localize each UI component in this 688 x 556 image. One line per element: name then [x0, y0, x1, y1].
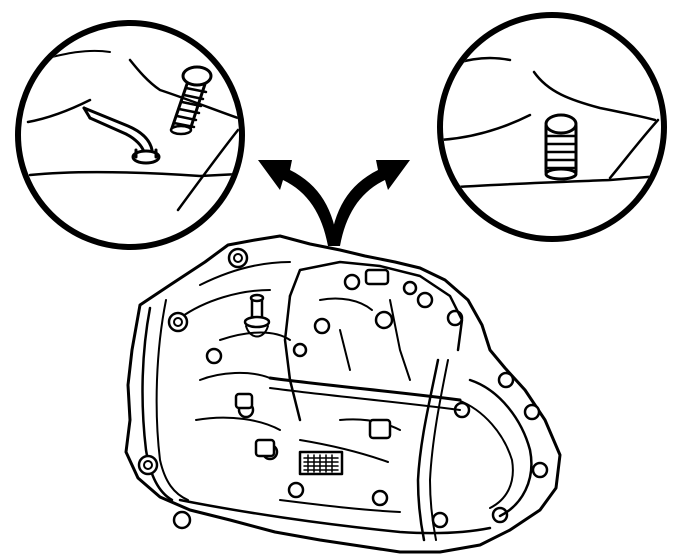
transaxle-housing [124, 234, 562, 554]
bolt-bosses [137, 247, 549, 530]
callout-arrow-left [258, 160, 338, 246]
detail-circle-left [15, 20, 245, 250]
detail-circle-right [437, 12, 667, 242]
id-plate [298, 450, 344, 476]
breather-cap [544, 113, 578, 181]
vent-fitting [131, 148, 161, 165]
callout-arrow-right [330, 160, 410, 246]
breather-plug-removed [169, 65, 213, 136]
vent-on-housing [243, 293, 271, 338]
